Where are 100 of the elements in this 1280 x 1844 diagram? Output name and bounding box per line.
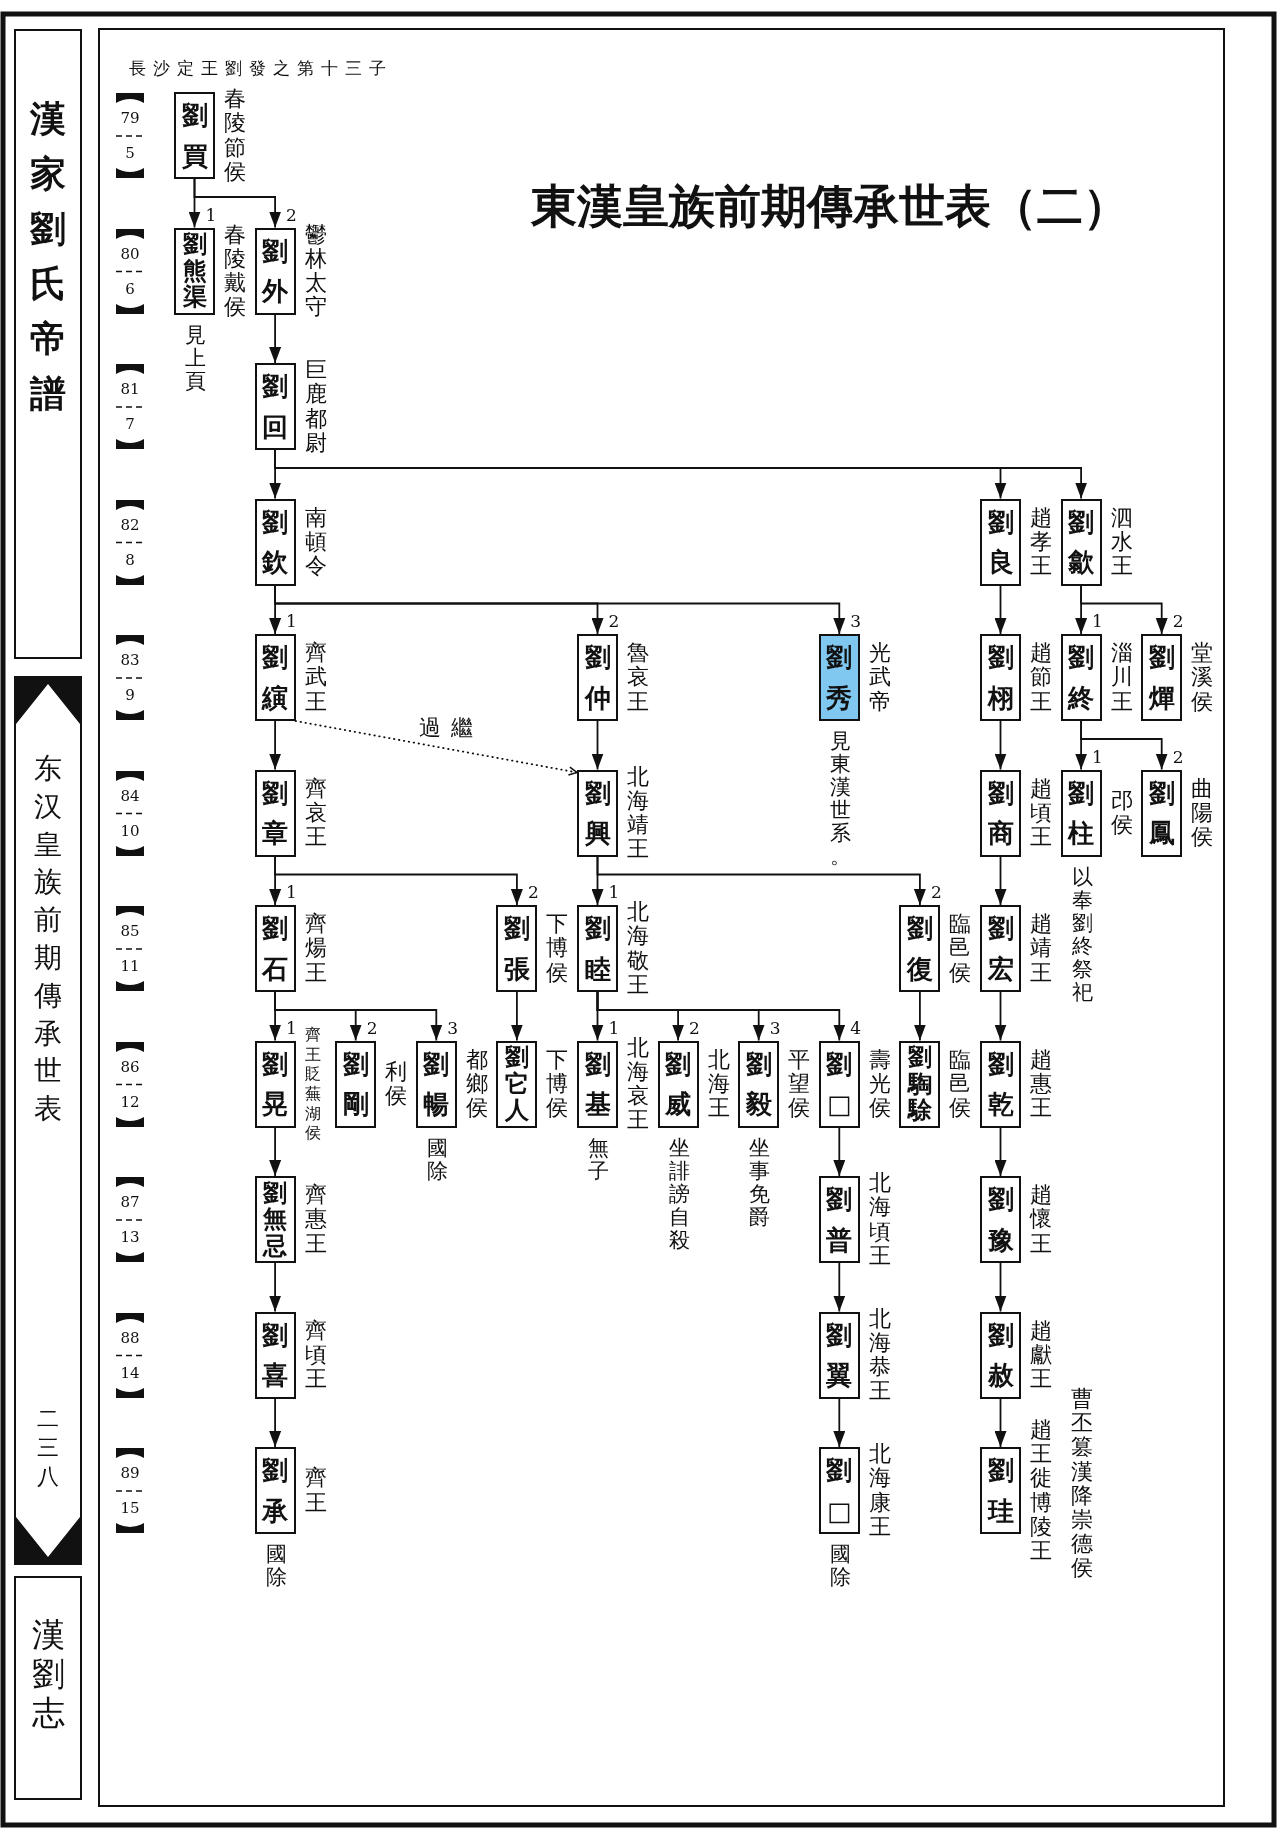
table-title: 东汉皇族前期傳承世表 — [34, 751, 62, 1128]
generation-number: 6 — [124, 281, 136, 297]
generation-number: 14 — [119, 1365, 141, 1381]
order-number: 2 — [1171, 613, 1185, 630]
person-name: 劉赦 — [987, 1318, 1014, 1392]
person-name: 劉燀 — [1148, 641, 1175, 715]
arrow — [269, 1262, 282, 1313]
arrow — [833, 1262, 846, 1313]
generation-number: 83 — [119, 653, 141, 668]
person-name: 劉喜 — [262, 1318, 289, 1392]
generation-number: 82 — [119, 517, 141, 533]
person-name: 劉仲 — [584, 641, 611, 715]
series-title: 漢劉志 — [31, 1616, 65, 1733]
generation-number: 5 — [124, 146, 136, 161]
arrow — [994, 1397, 1007, 1448]
person-box — [818, 1447, 860, 1534]
arrow — [596, 855, 926, 906]
person-name: 劉買 — [181, 99, 208, 173]
person-box — [899, 1040, 941, 1128]
arrow — [193, 178, 282, 229]
person-box — [1060, 769, 1102, 857]
rank-label: 光武帝 — [868, 641, 891, 714]
person-box — [254, 363, 296, 450]
rank-label: 趙孝王 — [1030, 505, 1052, 579]
rank-label: 趙獻王 — [1030, 1318, 1052, 1392]
person-name: 劉商 — [987, 776, 1014, 850]
arrow — [269, 1126, 282, 1177]
generation-number: 15 — [119, 1501, 141, 1516]
person-name: 劉珪 — [987, 1454, 1014, 1528]
rank-label: 南頓令 — [304, 505, 327, 579]
remark-text: 見東漢世系。 — [829, 730, 851, 869]
person-name: 劉騊駼 — [907, 1044, 932, 1124]
person-box — [496, 905, 538, 992]
person-name: 劉縯 — [262, 641, 289, 715]
person-name: 劉外 — [262, 234, 289, 308]
person-box — [1060, 634, 1102, 721]
rank-label: 臨邑侯 — [949, 1047, 972, 1121]
person-name: 劉無忌 — [263, 1179, 288, 1260]
order-number: 2 — [688, 1019, 701, 1037]
person-box — [980, 1311, 1021, 1399]
arrow — [994, 1262, 1007, 1313]
rank-label: 北海哀王 — [627, 1035, 649, 1133]
arrow — [596, 991, 846, 1042]
person-name: 劉復 — [906, 912, 933, 986]
person-box — [818, 1040, 860, 1128]
rank-label: 堂溪侯 — [1191, 641, 1214, 714]
rank-label: 春陵節侯 — [224, 87, 246, 184]
person-box — [496, 1040, 538, 1128]
arrow — [269, 1397, 282, 1448]
generation-number: 80 — [119, 246, 141, 262]
person-name: 劉興 — [584, 776, 611, 850]
rank-label: 齊哀王 — [304, 776, 327, 850]
page-number: 二三八 — [37, 1405, 59, 1492]
rank-label: 都鄉侯 — [465, 1047, 488, 1121]
person-box — [415, 1040, 457, 1128]
rank-label: 趙節王 — [1030, 641, 1052, 714]
sidebar-panel — [14, 676, 82, 1565]
rank-label: 趙王徙博陵王 — [1030, 1417, 1052, 1564]
person-box — [335, 1040, 377, 1128]
order-number: 4 — [849, 1019, 863, 1037]
rank-label: 春陵戴侯 — [224, 222, 246, 320]
rank-label: 齊頃王 — [304, 1318, 327, 1392]
rank-label: 鬱林太守 — [304, 222, 327, 320]
rank-label: 曲陽侯 — [1191, 776, 1214, 850]
rank-label: 臨邑侯 — [949, 912, 972, 985]
remark-text: 國除 — [829, 1543, 851, 1590]
generation-number: 7 — [124, 417, 136, 432]
person-name: 劉熊渠 — [182, 231, 207, 311]
rank-label: 北海頃王 — [868, 1171, 891, 1268]
arrow — [1080, 720, 1168, 771]
person-name: 劉毅 — [745, 1047, 772, 1121]
remark-text: 坐誹謗自殺 — [668, 1136, 690, 1252]
order-number: 1 — [285, 884, 298, 901]
rank-label: 淄川王 — [1110, 641, 1133, 714]
person-name: 劉承 — [262, 1454, 289, 1528]
person-box — [818, 1176, 860, 1263]
rank-label: 魯哀王 — [627, 641, 649, 714]
arrow — [833, 1126, 846, 1177]
rank-label: 齊武王 — [304, 641, 327, 714]
order-number: 1 — [285, 613, 298, 630]
person-name: 劉石 — [262, 912, 289, 986]
arrow — [994, 991, 1007, 1042]
person-name: 劉□ — [826, 1047, 853, 1121]
rank-label: 利侯 — [385, 1059, 408, 1109]
person-name: 劉終 — [1068, 641, 1095, 715]
order-number: 1 — [1091, 748, 1104, 766]
person-name: 劉剛 — [342, 1047, 369, 1121]
rank-label: 泗水王 — [1110, 505, 1133, 579]
person-box — [899, 905, 941, 992]
person-name: 劉鳳 — [1148, 776, 1175, 850]
person-name: 劉豫 — [987, 1183, 1014, 1257]
person-name: 劉良 — [987, 505, 1014, 579]
person-name: 劉柱 — [1068, 776, 1095, 850]
rank-label: 北海恭王 — [868, 1306, 891, 1404]
person-box — [818, 1311, 860, 1399]
arrow — [274, 855, 523, 906]
arrow — [994, 855, 1007, 906]
rank-label: 下博侯 — [546, 912, 569, 985]
generation-number: 81 — [119, 382, 141, 397]
rank-label: 齊惠王 — [304, 1183, 327, 1256]
